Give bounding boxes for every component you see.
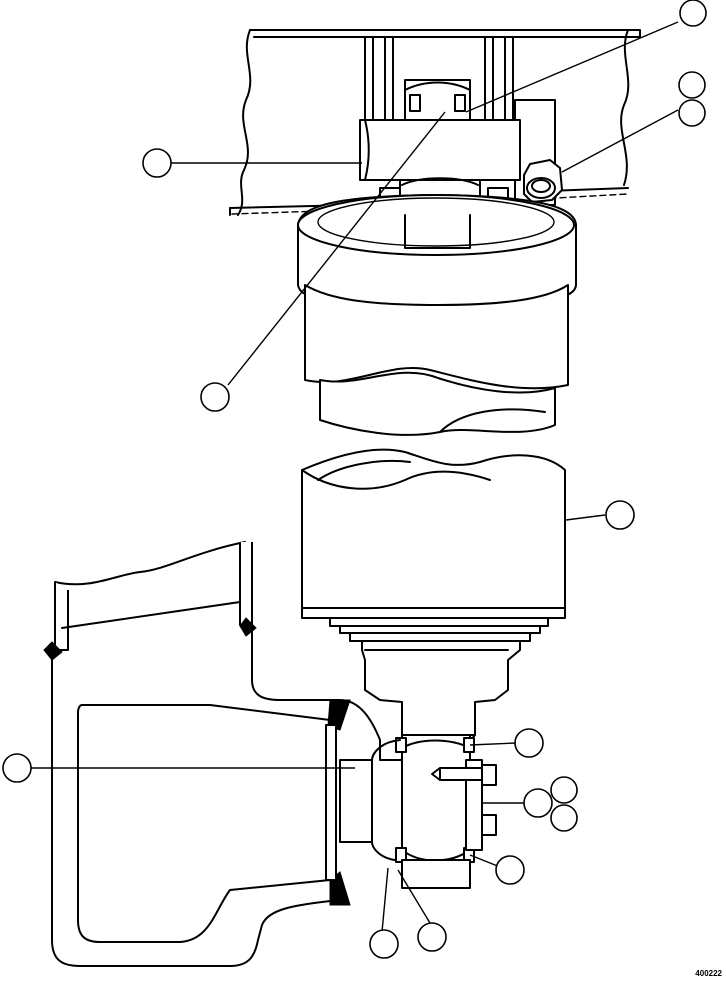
leader-lines bbox=[30, 21, 679, 933]
callout-circle bbox=[514, 728, 544, 758]
callout-circle bbox=[200, 382, 230, 412]
callout-circle bbox=[417, 922, 447, 952]
callout-circle bbox=[678, 99, 706, 127]
lower-spindle-assembly bbox=[339, 640, 521, 889]
lower-frame-bracket bbox=[43, 541, 351, 967]
callout-circle bbox=[550, 776, 578, 804]
callout-markers bbox=[2, 0, 707, 959]
callout-circle bbox=[523, 788, 553, 818]
callout-circle bbox=[550, 804, 578, 832]
callout-circle bbox=[605, 500, 635, 530]
callout-circle bbox=[679, 0, 707, 27]
grease-fitting-nut bbox=[523, 159, 563, 203]
callout-circle bbox=[2, 753, 32, 783]
upper-housing-cylinder bbox=[297, 194, 577, 436]
callout-circle bbox=[678, 71, 706, 99]
callout-circle bbox=[142, 148, 172, 178]
callout-circle bbox=[369, 929, 399, 959]
callout-circle bbox=[495, 855, 525, 885]
middle-tube-section bbox=[301, 448, 566, 642]
figure-number: 400222 bbox=[695, 969, 722, 978]
